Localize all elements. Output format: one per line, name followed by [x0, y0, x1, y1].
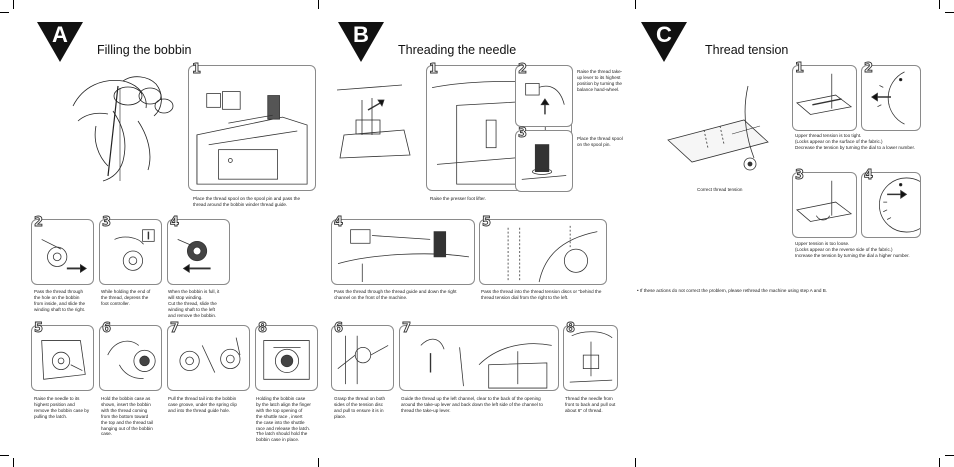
panel-b8: [563, 325, 618, 391]
section-c-letter: C: [656, 22, 672, 47]
section-b-letter: B: [353, 22, 369, 47]
step-number: 4: [334, 215, 344, 230]
panel-c2: [861, 65, 921, 131]
section-a-title: Filling the bobbin: [97, 43, 192, 57]
panel-a7: [167, 325, 250, 391]
caption-b1: Raise the presser foot lifter.: [430, 196, 486, 201]
panel-a5: [31, 325, 94, 391]
step-number: 2: [864, 61, 874, 76]
section-b-title: Threading the needle: [398, 43, 517, 57]
panel-b7: [399, 325, 559, 391]
caption-b2: Raise the thread take-up lever to its hi…: [577, 69, 623, 92]
crop-mark: [318, 458, 319, 467]
step-number: 1: [795, 61, 805, 76]
section-a-badge: [37, 22, 83, 62]
section-a-letter: A: [52, 22, 68, 47]
presser-foot-illustration: [332, 80, 412, 160]
panel-a2: [31, 219, 94, 285]
section-c-title: Thread tension: [705, 43, 789, 57]
panel-a8: [255, 325, 318, 391]
step-number: 8: [258, 321, 268, 336]
crop-mark: [945, 455, 954, 456]
caption-c-upper: Upper thread tension is too tight.(Locks…: [795, 133, 916, 150]
crop-mark: [0, 455, 9, 456]
step-number: 8: [566, 321, 576, 336]
step-number: 7: [402, 321, 412, 336]
crop-mark: [939, 0, 940, 9]
caption-c-lower: Upper tension is too loose.(Locks appear…: [795, 241, 910, 258]
panel-c3: [792, 172, 857, 238]
panel-c4: [861, 172, 921, 238]
step-number: 1: [429, 62, 439, 77]
step-number: 6: [334, 321, 344, 336]
crop-mark: [318, 0, 319, 9]
crop-mark: [939, 458, 940, 467]
note-rethread: • If these actions do not correct the pr…: [637, 288, 828, 293]
step-number: 4: [864, 168, 874, 183]
panel-b5: [479, 219, 607, 285]
step-number: 3: [795, 168, 805, 183]
crop-mark: [13, 0, 14, 9]
panel-a4: [167, 219, 230, 285]
panel-c1: [792, 65, 857, 131]
step-number: 5: [34, 321, 44, 336]
caption-c-correct: Correct thread tension: [697, 187, 743, 192]
panel-a1: [188, 65, 316, 191]
panel-b6: [331, 325, 394, 391]
caption-a1: Place the thread spool on the spool pin …: [193, 196, 301, 207]
crop-mark: [0, 12, 9, 13]
section-b-badge: [338, 22, 384, 62]
step-number: 2: [34, 215, 44, 230]
panel-a3: [99, 219, 162, 285]
step-number: 7: [170, 321, 180, 336]
correct-tension-illustration: [662, 82, 774, 184]
crop-mark: [945, 12, 954, 13]
step-number: 6: [102, 321, 112, 336]
panel-a6: [99, 325, 162, 391]
caption-b4: Pass the thread through the thread guide…: [334, 289, 457, 300]
panel-b2: [515, 65, 573, 127]
section-c-badge: [641, 22, 687, 62]
step-number: 3: [518, 126, 528, 141]
panel-b4: [331, 219, 475, 285]
step-number: 2: [518, 62, 528, 77]
step-number: 5: [482, 215, 492, 230]
crop-mark: [13, 458, 14, 467]
step-number: 1: [192, 62, 202, 77]
step-number: 3: [102, 215, 112, 230]
step-number: 4: [170, 215, 180, 230]
caption-b5: Pass the thread into the thread tension …: [481, 289, 602, 300]
panel-b3: [515, 130, 573, 192]
crop-mark: [635, 458, 636, 467]
crop-mark: [635, 0, 636, 9]
hand-bobbin-illustration: [68, 66, 176, 184]
caption-b7: Guide the thread up the left channel, cl…: [401, 396, 543, 413]
